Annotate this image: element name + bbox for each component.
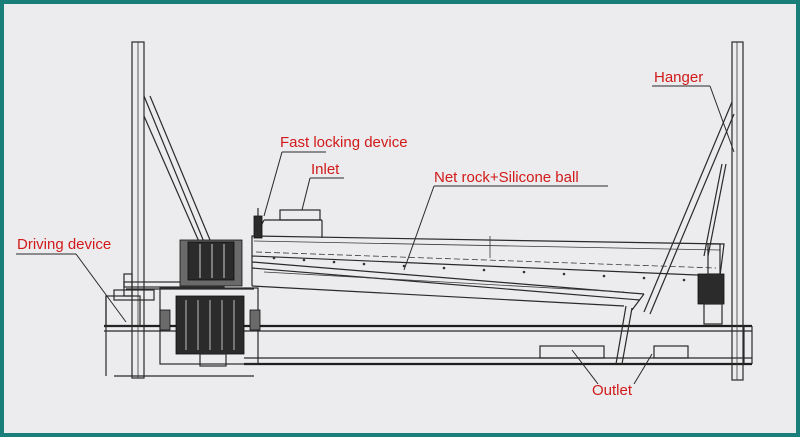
- label-fast-locking-device: Fast locking device: [280, 134, 408, 151]
- right-support-bracket: [697, 243, 725, 325]
- right-post: [731, 41, 744, 381]
- fast-locking-clamp: [253, 208, 263, 239]
- label-driving-device: Driving device: [17, 236, 111, 253]
- leader-lines: [16, 85, 735, 385]
- inlet-box: [255, 209, 323, 238]
- left-hanger-rods: [143, 95, 211, 245]
- screen-box: [251, 235, 725, 311]
- outlet-chutes: [539, 305, 689, 365]
- right-hanger-rods: [643, 101, 735, 315]
- label-net-rock-silicone-ball: Net rock+Silicone ball: [434, 169, 579, 186]
- label-inlet: Inlet: [311, 161, 340, 178]
- left-post: [131, 41, 145, 379]
- vibrating-screen-diagram: Hanger Fast locking device Inlet Net roc…: [16, 41, 753, 399]
- label-hanger: Hanger: [654, 69, 703, 86]
- label-outlet: Outlet: [592, 382, 633, 399]
- driving-device-motor: [105, 239, 261, 377]
